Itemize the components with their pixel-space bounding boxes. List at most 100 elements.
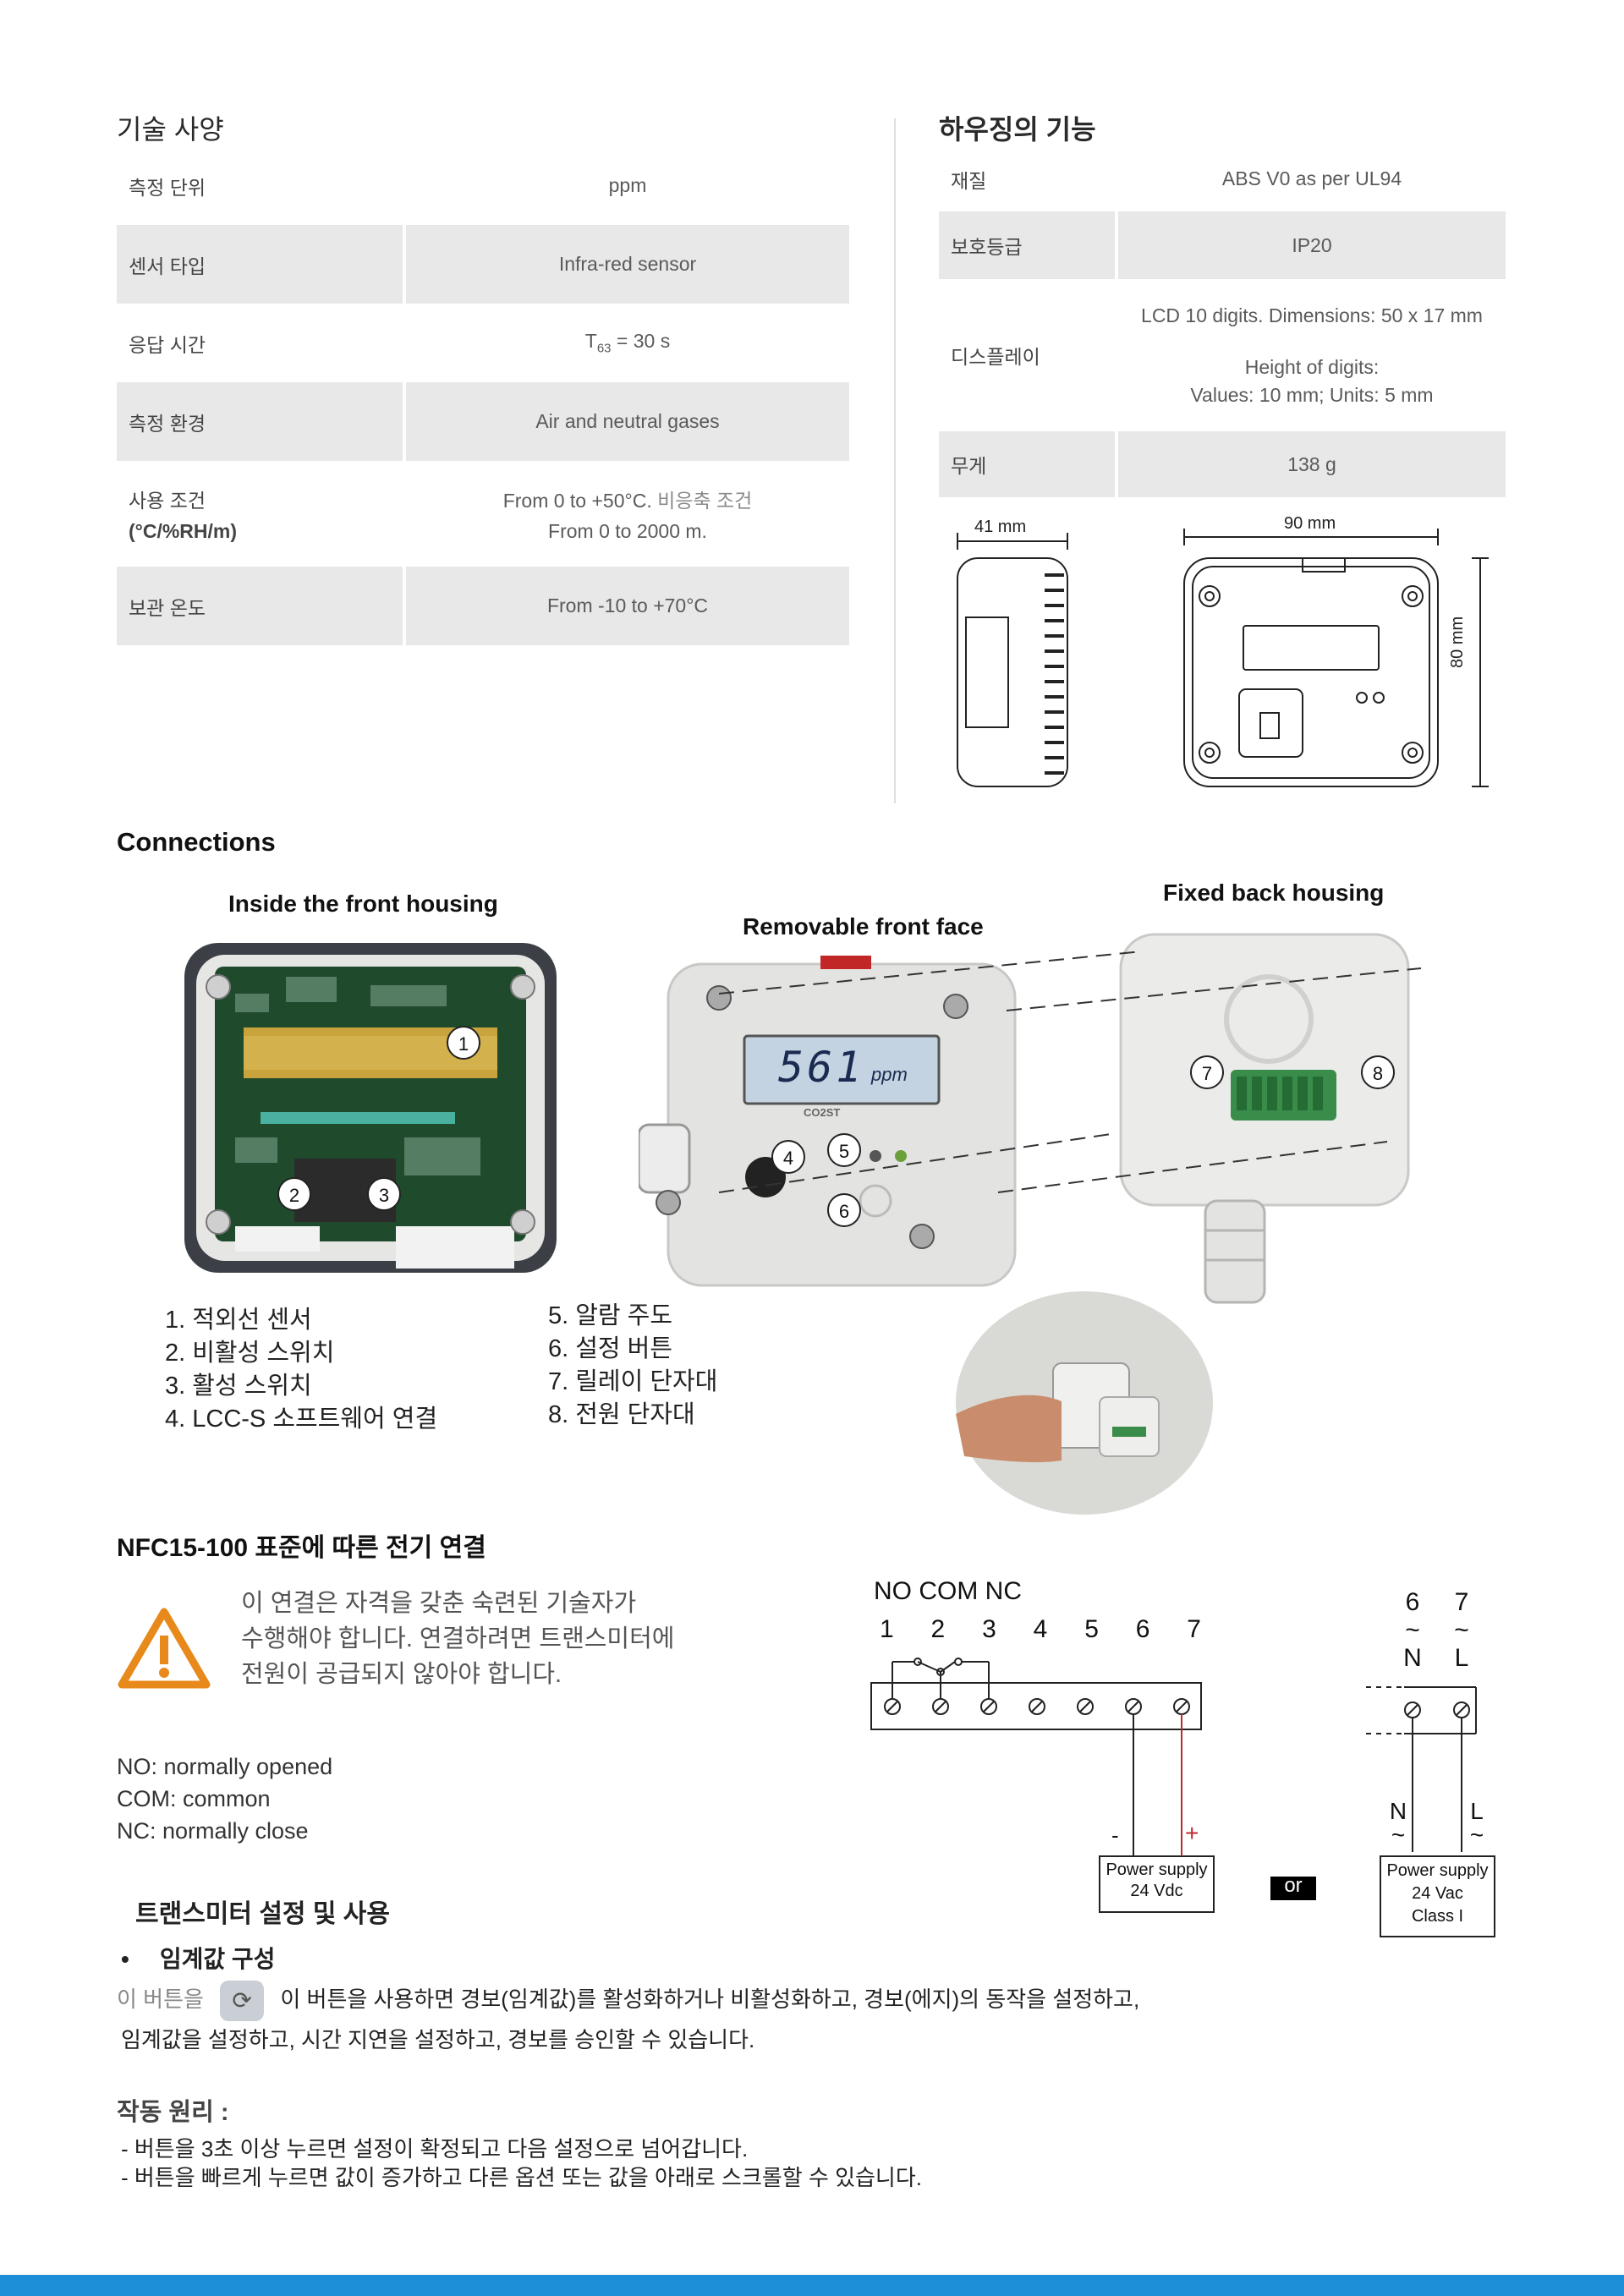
ac-supply-line: Power supply bbox=[1386, 1861, 1489, 1880]
spec-row: 센서 타입 Infra-red sensor bbox=[117, 225, 849, 304]
legend-line: NO: normally opened bbox=[117, 1754, 333, 1779]
ac-tilde: ~ bbox=[1454, 1616, 1469, 1644]
spec-value: T63 = 30 s bbox=[403, 304, 849, 382]
list-item: 8. 전원 단자대 bbox=[548, 1401, 695, 1428]
tech-specs-title: 기술 사양 bbox=[117, 114, 224, 145]
spec-label-text: 사용 조건 bbox=[129, 490, 206, 512]
dc-power-supply: Power supply 24 Vdc bbox=[1100, 1860, 1214, 1902]
list-item: 5. 알람 주도 bbox=[548, 1302, 673, 1329]
setup-bullet: • 임계값 구성 bbox=[121, 1941, 275, 1975]
legend-line: NC: normally close bbox=[117, 1818, 309, 1844]
ac-terminal-number: 7 bbox=[1454, 1588, 1469, 1616]
dim-front-width: 90 mm bbox=[1284, 514, 1336, 533]
legend-line: COM: common bbox=[117, 1786, 271, 1811]
terminal-number: 5 bbox=[1084, 1615, 1099, 1643]
spec-label: 측정 환경 bbox=[117, 382, 404, 461]
dim-side-width: 41 mm bbox=[974, 518, 1027, 536]
marker-2: 2 bbox=[277, 1177, 311, 1211]
dim-front-height: 80 mm bbox=[1448, 616, 1467, 668]
condition-noncond: 비응축 조건 bbox=[657, 490, 753, 512]
warning-icon bbox=[118, 1608, 211, 1689]
dc-minus: - bbox=[1111, 1822, 1119, 1848]
ac-terminal-6: 6 ~ N bbox=[1402, 1588, 1424, 1672]
spec-label: 측정 단위 bbox=[129, 176, 206, 199]
tech-specs-table: 측정 단위 ppm 센서 타입 Infra-red sensor 응답 시간 T… bbox=[117, 146, 849, 645]
relay-header: NO COM NC bbox=[874, 1577, 1022, 1605]
warning-line: 이 연결은 자격을 갖춘 숙련된 기술자가 bbox=[241, 1590, 637, 1617]
housing-row: 재질 ABS V0 as per UL94 bbox=[939, 146, 1506, 211]
warning-line: 수행해야 합니다. 연결하려면 트랜스미터에 bbox=[241, 1625, 675, 1652]
device-brand: CO2ST bbox=[804, 1106, 841, 1119]
ac-power-supply: Power supply 24 Vac Class I bbox=[1380, 1860, 1495, 1928]
list-item: 3. 활성 스위치 bbox=[165, 1373, 312, 1400]
ac-supply-line: Class I bbox=[1411, 1907, 1464, 1926]
lcd-display-value: 561 bbox=[778, 1043, 865, 1092]
marker-3: 3 bbox=[367, 1177, 401, 1211]
response-t: T bbox=[584, 330, 597, 353]
terminal-number: 2 bbox=[930, 1615, 946, 1643]
condition-temp: From 0 to +50°C. bbox=[502, 490, 658, 512]
dc-supply-line: Power supply bbox=[1106, 1860, 1208, 1879]
principle-title: 작동 원리 : bbox=[117, 2099, 229, 2126]
housing-label: 디스플레이 bbox=[951, 346, 1040, 368]
spec-value: ppm bbox=[403, 146, 849, 225]
marker-7: 7 bbox=[1190, 1055, 1224, 1089]
or-label: or bbox=[1284, 1874, 1303, 1897]
principle-lines: - 버튼을 3초 이상 누르면 설정이 확정되고 다음 설정으로 넘어갑니다. … bbox=[121, 2134, 922, 2192]
marker-6: 6 bbox=[827, 1193, 861, 1227]
marker-4: 4 bbox=[771, 1140, 805, 1174]
list-item: 7. 릴레이 단자대 bbox=[548, 1368, 718, 1395]
spec-label: 응답 시간 bbox=[129, 333, 206, 356]
setup-line-2: 임계값을 설정하고, 시간 지연을 설정하고, 경보를 승인할 수 있습니다. bbox=[121, 2027, 755, 2052]
ac-supply-line: 24 Vac bbox=[1412, 1884, 1463, 1903]
ac-wire-l-label: L ~ bbox=[1466, 1800, 1488, 1847]
spec-value: Air and neutral gases bbox=[403, 382, 849, 461]
electrical-title: NFC15-100 표준에 따른 전기 연결 bbox=[117, 1534, 486, 1562]
spec-label-unit: (°C/%RH/m) bbox=[129, 520, 238, 542]
ac-terminal-7: 7 ~ L bbox=[1451, 1588, 1473, 1672]
setup-title: 트랜스미터 설정 및 사용 bbox=[135, 1900, 391, 1928]
housing-value: ABS V0 as per UL94 bbox=[1115, 146, 1506, 211]
spec-label: 센서 타입 bbox=[117, 225, 404, 304]
housing-row: 무게 138 g bbox=[939, 431, 1506, 497]
principle-line: - 버튼을 빠르게 누르면 값이 증가하고 다른 옵션 또는 값을 아래로 스크… bbox=[121, 2165, 922, 2190]
setup-line-1: 이 버튼을 ⟳ 이 버튼을 사용하면 경보(임계값)를 활성화하거나 비활성화하… bbox=[117, 1981, 1139, 2021]
marker-5: 5 bbox=[827, 1133, 861, 1167]
housing-table: 재질 ABS V0 as per UL94 보호등급 IP20 디스플레이 LC… bbox=[939, 146, 1506, 497]
principle-line: - 버튼을 3초 이상 누르면 설정이 확정되고 다음 설정으로 넘어갑니다. bbox=[121, 2136, 749, 2162]
assembly-guide-lines bbox=[719, 951, 1422, 1193]
spec-row: 측정 단위 ppm bbox=[117, 146, 849, 225]
spec-row: 보관 온도 From -10 to +70°C bbox=[117, 567, 849, 645]
terminal-numbers: 1 2 3 4 5 6 7 bbox=[880, 1615, 1201, 1644]
spec-value-line: From 0 to +50°C. 비응축 조건 bbox=[418, 485, 837, 513]
removable-front-face-photo bbox=[639, 956, 1017, 1287]
housing-dimension-drawing bbox=[957, 529, 1489, 787]
bullet-text: 임계값 구성 bbox=[159, 1946, 276, 1972]
list-item: 6. 설정 버튼 bbox=[548, 1335, 673, 1362]
label-fixed-back-housing: Fixed back housing bbox=[1163, 879, 1385, 906]
list-item: 2. 비활성 스위치 bbox=[165, 1340, 335, 1367]
setup-line-rest: 이 버튼을 사용하면 경보(임계값)를 활성화하거나 비활성화하고, 경보(에지… bbox=[280, 1986, 1140, 2012]
housing-label: 보호등급 bbox=[939, 211, 1116, 279]
dc-plus: + bbox=[1185, 1820, 1199, 1846]
warning-text: 이 연결은 자격을 갖춘 숙련된 기술자가 수행해야 합니다. 연결하려면 트랜… bbox=[241, 1586, 674, 1692]
ac-label: N bbox=[1389, 1798, 1407, 1824]
setup-button-icon: ⟳ bbox=[220, 1981, 265, 2021]
warning-line: 전원이 공급되지 않아야 합니다. bbox=[241, 1661, 562, 1688]
label-removable-front-face: Removable front face bbox=[743, 913, 984, 940]
lcd-display-unit: ppm bbox=[871, 1064, 908, 1085]
housing-row: 디스플레이 LCD 10 digits. Dimensions: 50 x 17… bbox=[939, 279, 1506, 431]
label-inside-front-housing: Inside the front housing bbox=[228, 890, 498, 917]
housing-label: 재질 bbox=[951, 169, 987, 192]
ac-label: L bbox=[1470, 1798, 1484, 1824]
bullet-dot: • bbox=[121, 1946, 129, 1972]
ac-wire-n-label: N ~ bbox=[1387, 1800, 1409, 1847]
spec-value: From -10 to +70°C bbox=[403, 567, 849, 645]
display-spec-line: Height of digits: bbox=[1244, 355, 1380, 378]
relay-legend: NO: normally opened COM: common NC: norm… bbox=[117, 1751, 332, 1847]
housing-row: 보호등급 IP20 bbox=[939, 211, 1506, 279]
terminal-number: 4 bbox=[1033, 1615, 1048, 1643]
terminal-number: 7 bbox=[1187, 1615, 1201, 1643]
ac-label: L bbox=[1454, 1644, 1469, 1672]
connections-title: Connections bbox=[117, 827, 276, 857]
